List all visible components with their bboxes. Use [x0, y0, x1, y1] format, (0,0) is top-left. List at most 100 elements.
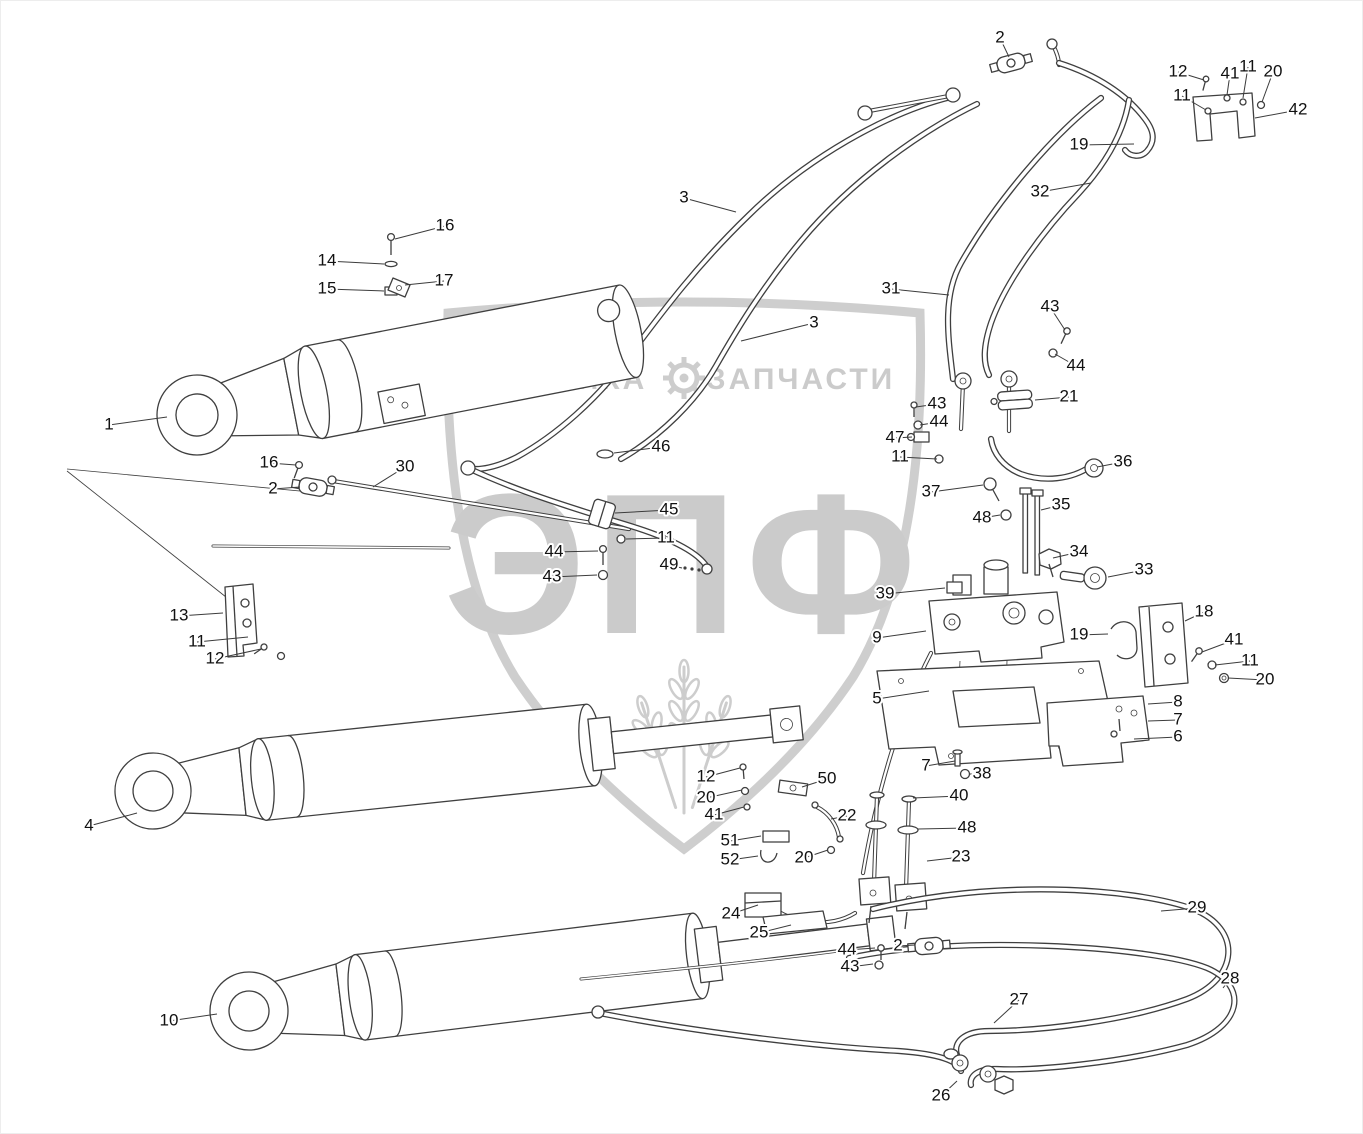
callout-label: 33: [1135, 559, 1154, 578]
washer-38: [959, 768, 971, 780]
callout-label: 13: [170, 605, 189, 624]
callout-leader: [614, 509, 670, 514]
callout-leader: [1242, 66, 1249, 99]
callout-leader: [553, 550, 599, 553]
callout-label: 12: [206, 648, 225, 667]
callout-leader: [1147, 719, 1179, 722]
callout-leader: [551, 574, 598, 578]
callout-label: 25: [750, 922, 769, 941]
callout-leader: [214, 648, 262, 660]
top-tube: [857, 38, 1059, 121]
hose-28: [849, 945, 1234, 1085]
callout-label: 16: [260, 452, 279, 471]
callout-label: 41: [705, 804, 724, 823]
bolt-44-mid: [598, 544, 608, 565]
callout-label: 10: [160, 1010, 179, 1029]
washer-20-right: [1218, 672, 1230, 684]
callout-leader: [108, 416, 168, 426]
callout-leader: [1096, 461, 1124, 468]
callout-leader: [1184, 611, 1205, 622]
callout-leader: [1133, 736, 1179, 740]
callout-label: 3: [679, 187, 688, 206]
cylinder-4: [114, 703, 804, 830]
washer-20-right-hole: [1221, 675, 1227, 681]
washer-11-top2: [1204, 107, 1212, 115]
callout-leader: [729, 835, 762, 842]
callout-leader: [1039, 182, 1092, 193]
callout-leader: [925, 760, 956, 767]
callout-leader: [196, 636, 249, 643]
plate-5: [876, 660, 1116, 766]
callout-label: 19: [1070, 134, 1089, 153]
callout-leader: [803, 849, 829, 859]
callout-leader: [876, 630, 927, 639]
washer-20-mid: [826, 845, 836, 855]
washer-11-left: [276, 651, 286, 661]
callout-leader: [88, 812, 138, 827]
callout-leader: [1078, 143, 1135, 146]
bracket-51: [762, 830, 790, 843]
callout-leader: [1226, 73, 1231, 96]
callout-leader: [926, 856, 962, 862]
hose-45-run: [460, 460, 713, 575]
gear-icon: [663, 357, 705, 399]
clamp-2-top: [989, 52, 1033, 74]
fittings-26: [943, 1048, 1014, 1095]
callout-label: 23: [952, 846, 971, 865]
callout-label: 31: [882, 278, 901, 297]
fitting-33: [1059, 566, 1107, 590]
clamp-45: [588, 498, 616, 530]
bolt-16-left: [293, 460, 304, 479]
tubes-40: [865, 791, 919, 889]
ring-37: [983, 477, 1000, 502]
callout-leader: [1261, 71, 1274, 103]
callout-leader: [940, 1080, 958, 1097]
tie-rod: [211, 544, 451, 550]
callout-label: 7: [1173, 709, 1182, 728]
hook-19: [1110, 621, 1138, 660]
callout-label: 19: [1070, 624, 1089, 643]
callout-label: 48: [958, 817, 977, 836]
callout-leader: [1181, 95, 1207, 111]
callout-leader: [404, 280, 445, 286]
callout-label: 21: [1060, 386, 1079, 405]
callout-leader: [1049, 306, 1066, 331]
studs-35: [1019, 487, 1044, 576]
bracket-13: [224, 583, 258, 658]
callout-label: 28: [1221, 968, 1240, 987]
tee-39: [946, 581, 963, 594]
callout-label: 6: [1173, 726, 1182, 745]
bracket-18: [1138, 602, 1189, 688]
callout-label: 44: [838, 939, 857, 958]
bolt-12-center: [739, 763, 747, 780]
fitting-48-top: [1000, 509, 1012, 521]
callout-leader: [919, 421, 940, 426]
callout-label: 11: [1239, 56, 1257, 75]
bracket-6-7-8: [1046, 695, 1150, 767]
callout-leader: [1034, 396, 1070, 401]
callout-label: 32: [1031, 181, 1050, 200]
bolt-44-bottom: [877, 944, 885, 960]
callout-label: 20: [795, 847, 814, 866]
callout-label: 38: [973, 763, 992, 782]
callout-label: 46: [652, 436, 671, 455]
callout-label: 2: [893, 935, 902, 954]
callout-label: 4: [84, 815, 93, 834]
guide-line: [66, 468, 322, 494]
callout-label: 3: [809, 312, 818, 331]
bolt-7-bottom: [952, 749, 963, 767]
callout-label: 34: [1070, 541, 1089, 560]
callout-label: 24: [722, 903, 741, 922]
callout-label: 26: [932, 1085, 951, 1104]
callout-label: 18: [1195, 601, 1214, 620]
callout-leader: [917, 827, 968, 830]
washer-44-top-right: [1048, 348, 1058, 358]
callout-leader: [326, 288, 385, 292]
callout-leader: [1147, 701, 1179, 705]
callout-leader: [912, 795, 960, 799]
callout-label: 50: [818, 768, 837, 787]
callout-leader: [740, 322, 815, 342]
callout-label: 11: [657, 527, 675, 546]
